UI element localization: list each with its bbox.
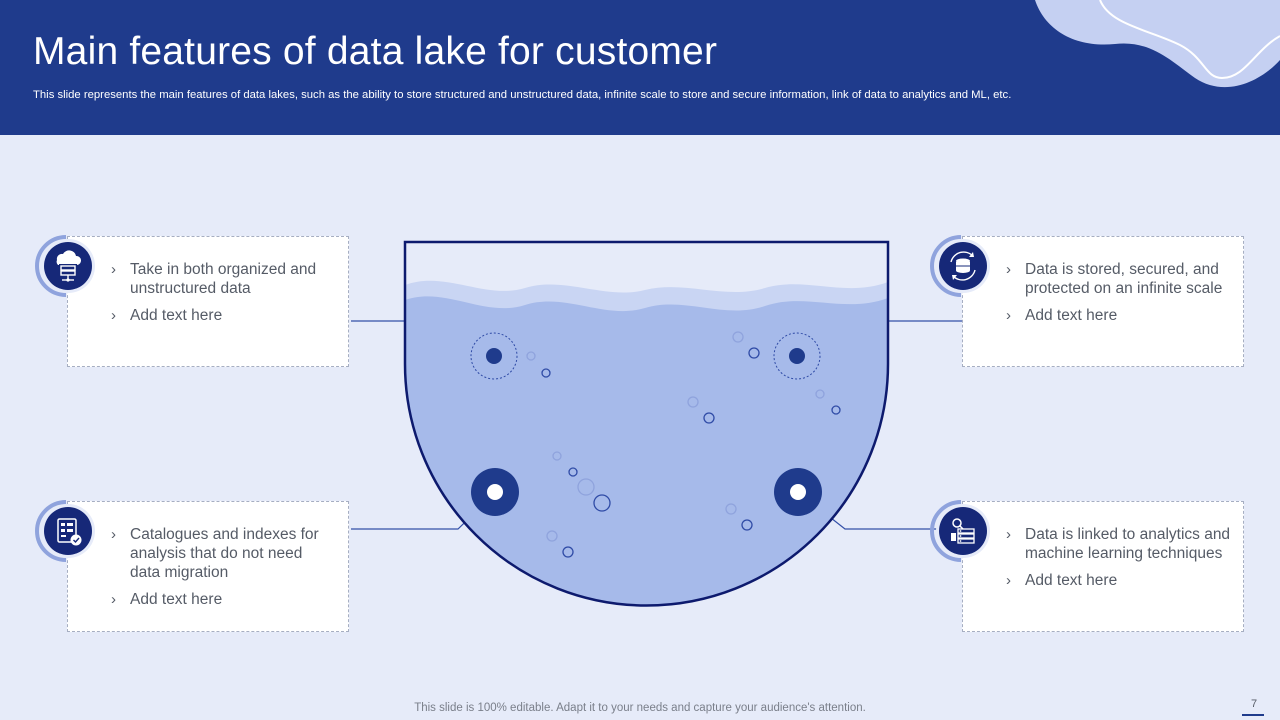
feature-4-placeholder-item[interactable]: ›Add text here: [1006, 572, 1118, 589]
feature-card-2: ›Data is stored, secured, and protected …: [962, 236, 1244, 367]
feature-card-4: ›Data is linked to analytics and machine…: [962, 501, 1244, 632]
page-number: 7: [1250, 698, 1258, 710]
chevron-right-icon: ›: [1006, 572, 1011, 589]
analytics-servers-icon: [930, 500, 990, 562]
marker-3: [471, 468, 519, 516]
chevron-right-icon: ›: [111, 526, 116, 543]
marker-2: [773, 332, 821, 380]
chevron-right-icon: ›: [111, 307, 116, 324]
header-banner: Main features of data lake for customer …: [0, 0, 1280, 135]
bubbles: [526, 331, 841, 558]
lake-outline: [403, 240, 890, 607]
feature-card-1: ›Take in both organized and unstructured…: [67, 236, 349, 367]
chevron-right-icon: ›: [1006, 261, 1011, 278]
page-title: Main features of data lake for customer: [33, 30, 718, 73]
page-number-underline: [1242, 714, 1264, 716]
feature-3-text-item: ›Catalogues and indexes for analysis tha…: [111, 526, 319, 581]
feature-card-3: ›Catalogues and indexes for analysis tha…: [67, 501, 349, 632]
chevron-right-icon: ›: [1006, 307, 1011, 324]
catalogue-checklist-icon: [35, 500, 95, 562]
chevron-right-icon: ›: [1006, 526, 1011, 543]
feature-1-placeholder-item[interactable]: ›Add text here: [111, 307, 223, 324]
lake-water: [405, 242, 888, 606]
chevron-right-icon: ›: [111, 591, 116, 608]
feature-4-text-item: ›Data is linked to analytics and machine…: [1006, 526, 1231, 562]
decor-blob: [1035, 0, 1280, 88]
chevron-right-icon: ›: [111, 261, 116, 278]
page-subtitle: This slide represents the main features …: [33, 89, 1012, 101]
decor-curve: [1099, 0, 1280, 80]
marker-1: [470, 332, 518, 380]
secure-storage-icon: [930, 235, 990, 297]
marker-4: [774, 468, 822, 516]
feature-3-placeholder-item[interactable]: ›Add text here: [111, 591, 223, 608]
footer-note: This slide is 100% editable. Adapt it to…: [414, 702, 866, 714]
feature-1-text-item: ›Take in both organized and unstructured…: [111, 261, 317, 297]
header-decoration: [1035, 0, 1280, 88]
cloud-database-icon: [35, 235, 95, 297]
feature-2-text-item: ›Data is stored, secured, and protected …: [1006, 261, 1223, 297]
feature-2-placeholder-item[interactable]: ›Add text here: [1006, 307, 1118, 324]
